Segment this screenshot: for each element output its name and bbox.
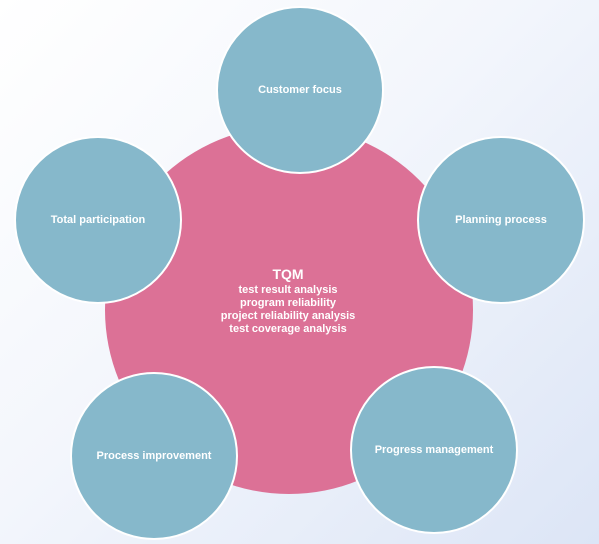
center-title: TQM xyxy=(272,266,304,282)
petal-label: Customer focus xyxy=(258,84,342,96)
petal-total-participation: Total participation xyxy=(14,136,182,304)
petal-label: Planning process xyxy=(455,214,547,226)
center-line-3: project reliability analysis xyxy=(220,310,356,322)
petal-planning-process: Planning process xyxy=(417,136,585,304)
center-line-1: test result analysis xyxy=(238,284,338,296)
petal-label: Total participation xyxy=(50,214,146,226)
petal-customer-focus: Customer focus xyxy=(216,6,384,174)
petal-label: Process improvement xyxy=(96,450,212,462)
center-line-4: test coverage analysis xyxy=(229,323,347,335)
petal-process-improvement: Process improvement xyxy=(70,372,238,540)
petal-progress-management: Progress management xyxy=(350,366,518,534)
center-line-2: program reliability xyxy=(240,297,336,309)
center-text-block: TQM test result analysis program reliabi… xyxy=(178,266,398,336)
petal-label: Progress management xyxy=(374,444,494,456)
